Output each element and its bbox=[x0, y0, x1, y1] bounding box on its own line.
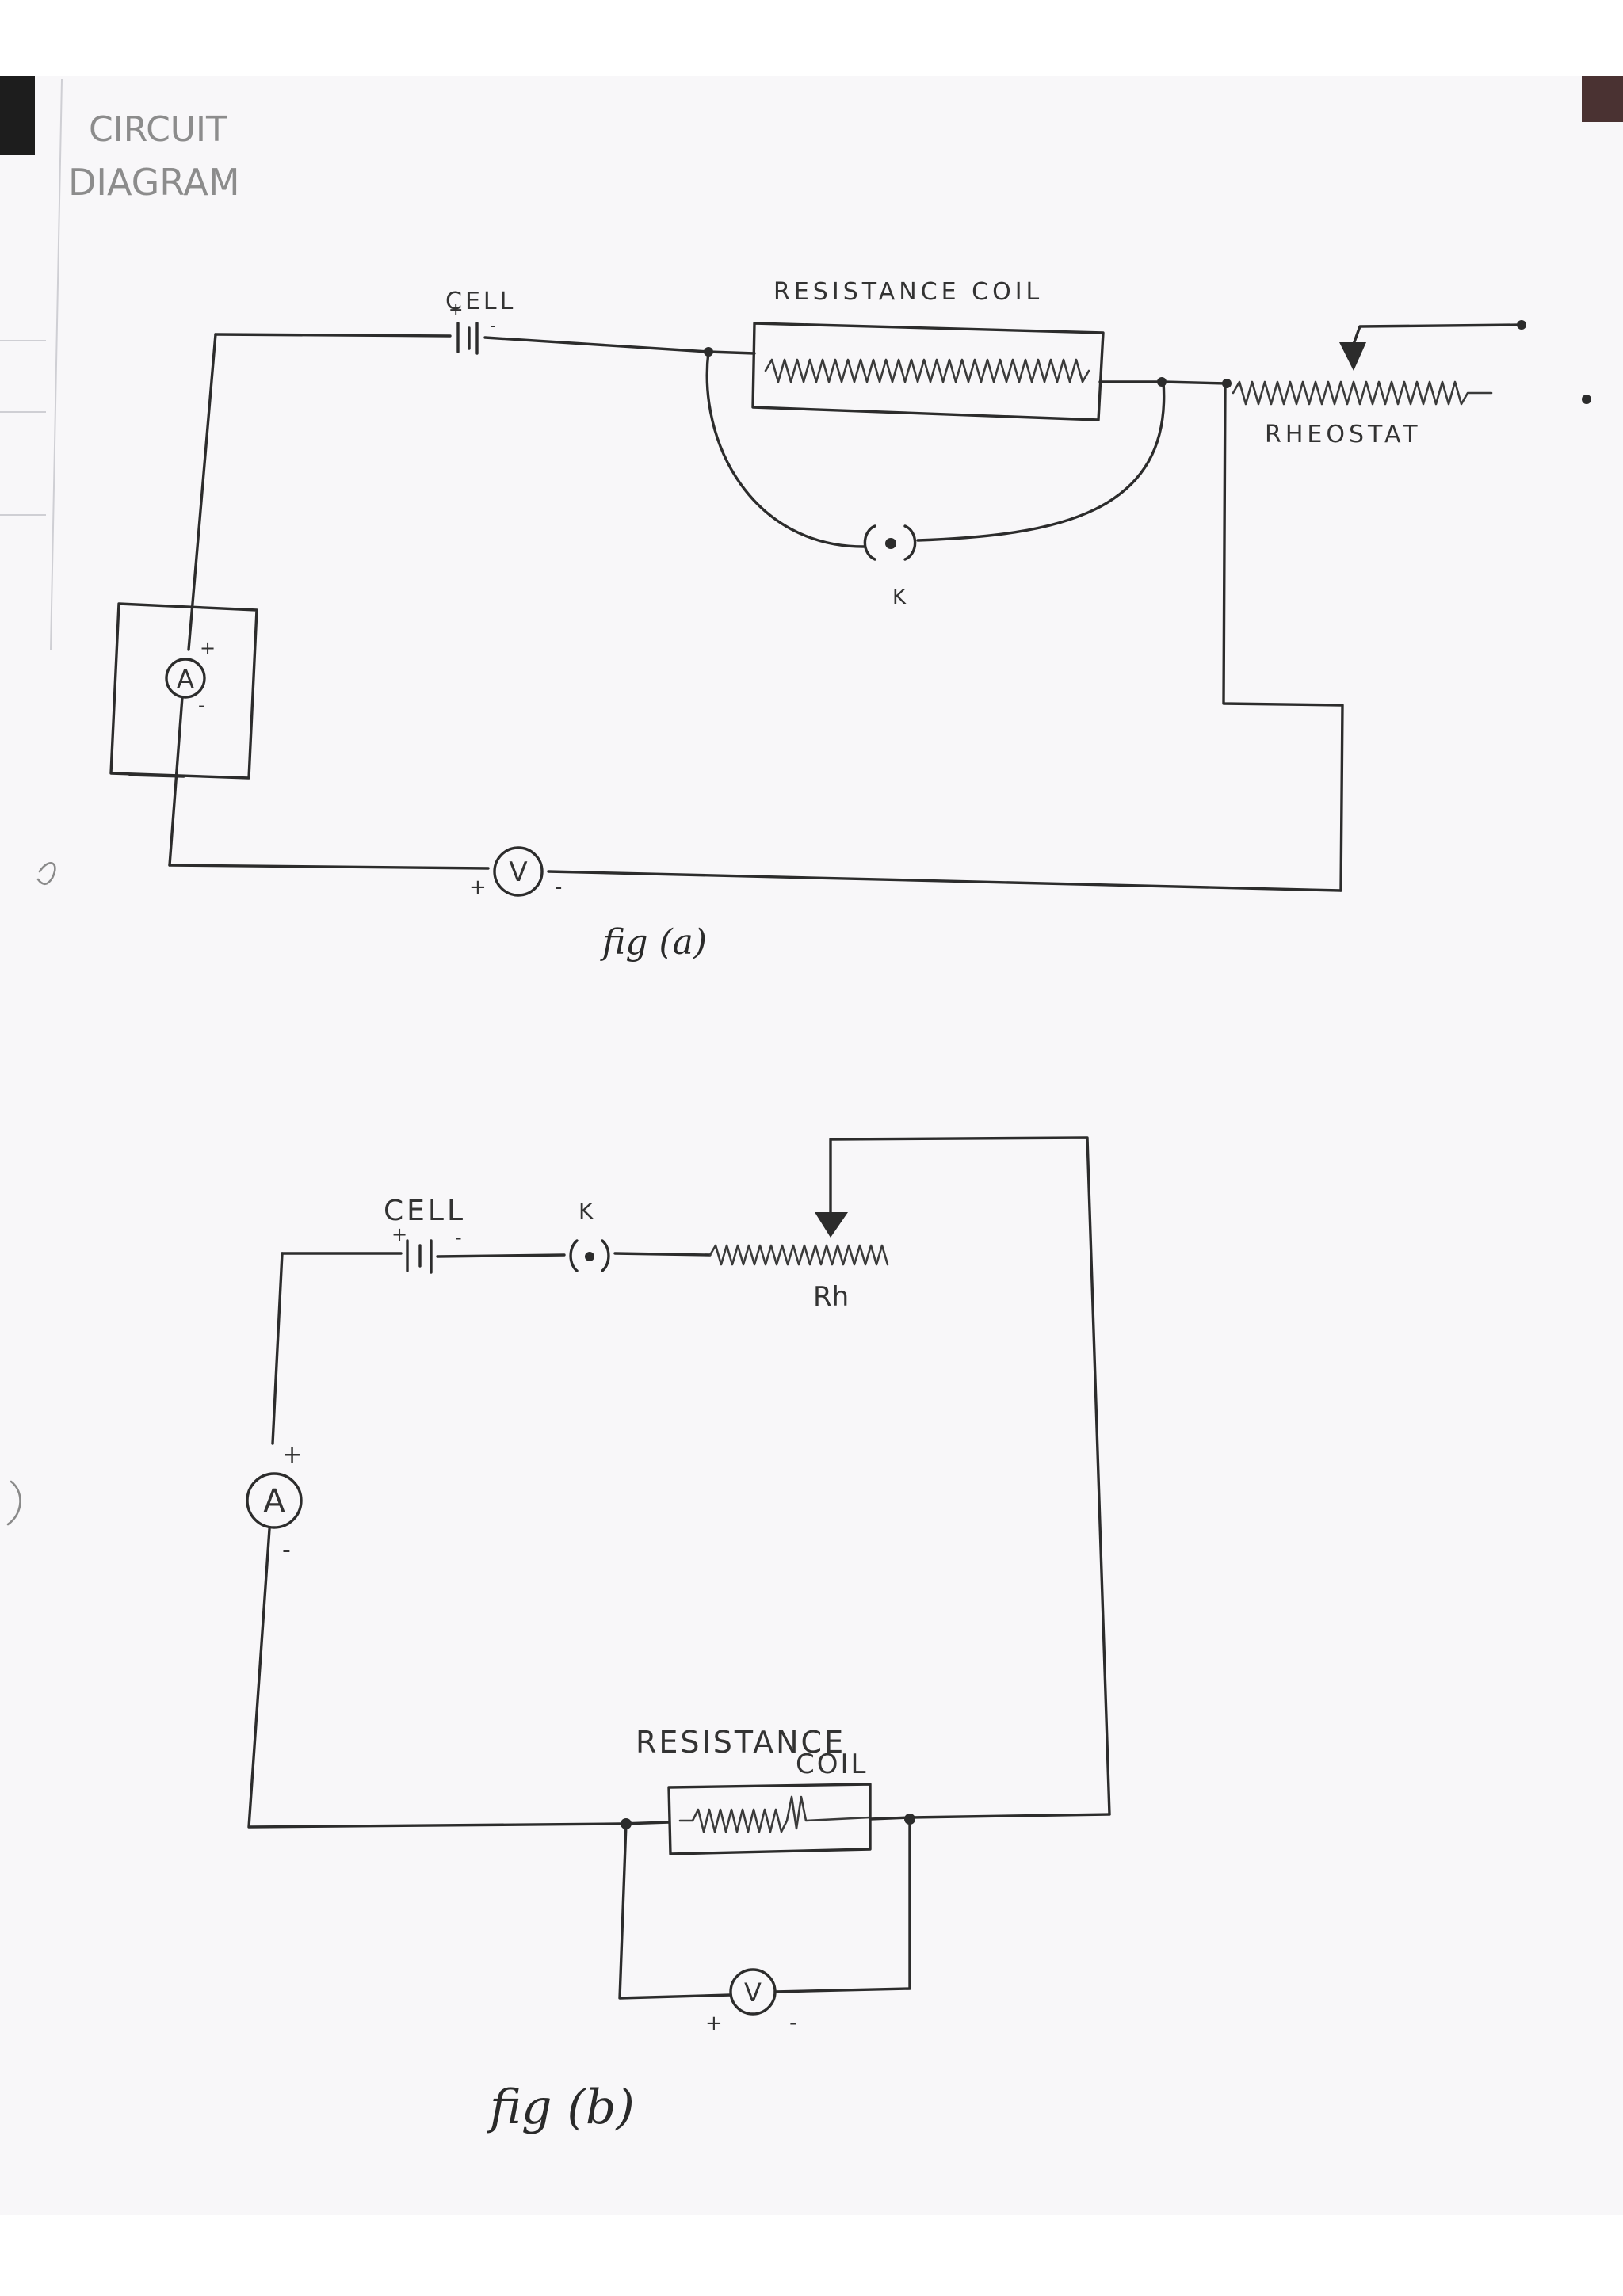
page-heading: CIRCUIT DIAGRAM bbox=[68, 109, 240, 204]
fig-b-voltmeter-plus: + bbox=[705, 2012, 723, 2035]
fig-b-voltmeter-minus: - bbox=[789, 2009, 797, 2035]
fig-a-cell-plus: + bbox=[449, 300, 463, 320]
fig-a-cell: + - CELL bbox=[445, 288, 516, 355]
fig-b-key-label: K bbox=[579, 1198, 594, 1224]
fig-b-ammeter-plus: + bbox=[282, 1441, 302, 1469]
fig-b-cell: + - CELL bbox=[384, 1195, 466, 1274]
fig-a-rheostat: RHEOSTAT bbox=[1222, 320, 1591, 448]
fig-b-voltmeter-label: V bbox=[744, 1978, 762, 2008]
fig-a-cell-minus: - bbox=[490, 316, 496, 336]
fig-b-cell-minus: - bbox=[455, 1226, 462, 1249]
fig-b-rheostat: Rh bbox=[708, 1136, 1111, 1816]
fig-b-ammeter-label: A bbox=[263, 1483, 285, 1520]
fig-b-ammeter-minus: - bbox=[282, 1536, 291, 1564]
fig-a-junction-right bbox=[1157, 377, 1167, 387]
fig-a-resistance-label: RESISTANCE COIL bbox=[773, 278, 1043, 306]
fig-a-voltmeter: V + - bbox=[469, 846, 562, 899]
fig-a-key-plug bbox=[885, 538, 896, 549]
fig-b-rheostat-label: Rh bbox=[813, 1281, 849, 1313]
fig-a-key-branch: K bbox=[705, 350, 1166, 609]
figure-b: + - CELL K Rh A + - bbox=[6, 1136, 1111, 2135]
fig-a-voltmeter-plus: + bbox=[469, 875, 487, 899]
fig-a-key-label: K bbox=[892, 585, 907, 609]
fig-a-rheostat-label: RHEOSTAT bbox=[1265, 421, 1422, 448]
figure-a: + - CELL RESISTANCE COIL K bbox=[36, 278, 1591, 963]
heading-line-1: CIRCUIT bbox=[89, 109, 227, 150]
fig-a-voltmeter-minus: - bbox=[555, 875, 562, 899]
notebook-page bbox=[0, 76, 1623, 2215]
fig-b-resistance-label-1: RESISTANCE bbox=[636, 1725, 846, 1760]
notebook-margin bbox=[0, 78, 63, 650]
fig-b-cell-plus: + bbox=[391, 1223, 407, 1245]
fig-a-voltmeter-label: V bbox=[509, 856, 527, 888]
page-edge-shadow-right bbox=[1582, 76, 1623, 122]
fig-b-voltmeter: V + - bbox=[618, 1817, 911, 2035]
heading-line-2: DIAGRAM bbox=[68, 161, 240, 204]
fig-b-cell-label: CELL bbox=[384, 1195, 466, 1227]
fig-b-caption: fig (b) bbox=[487, 2080, 635, 2135]
fig-b-resistance-coil: RESISTANCE COIL bbox=[620, 1725, 1111, 1855]
fig-b-ammeter: A + - bbox=[246, 1441, 303, 1564]
fig-a-ammeter-minus: - bbox=[198, 694, 205, 716]
fig-b-key: K bbox=[569, 1198, 610, 1272]
fig-a-caption: fig (a) bbox=[600, 922, 707, 963]
fig-a-ammeter-label: A bbox=[177, 664, 194, 694]
page-edge-shadow-left bbox=[0, 76, 35, 155]
fig-b-resistance-label-2: COIL bbox=[796, 1749, 868, 1780]
fig-b-key-plug bbox=[585, 1252, 594, 1261]
fig-a-ammeter-plus: + bbox=[200, 637, 216, 659]
fig-a-ammeter: A + - bbox=[109, 602, 258, 780]
fig-a-cell-label: CELL bbox=[445, 288, 516, 315]
fig-a-resistance-coil: RESISTANCE COIL bbox=[751, 278, 1105, 421]
